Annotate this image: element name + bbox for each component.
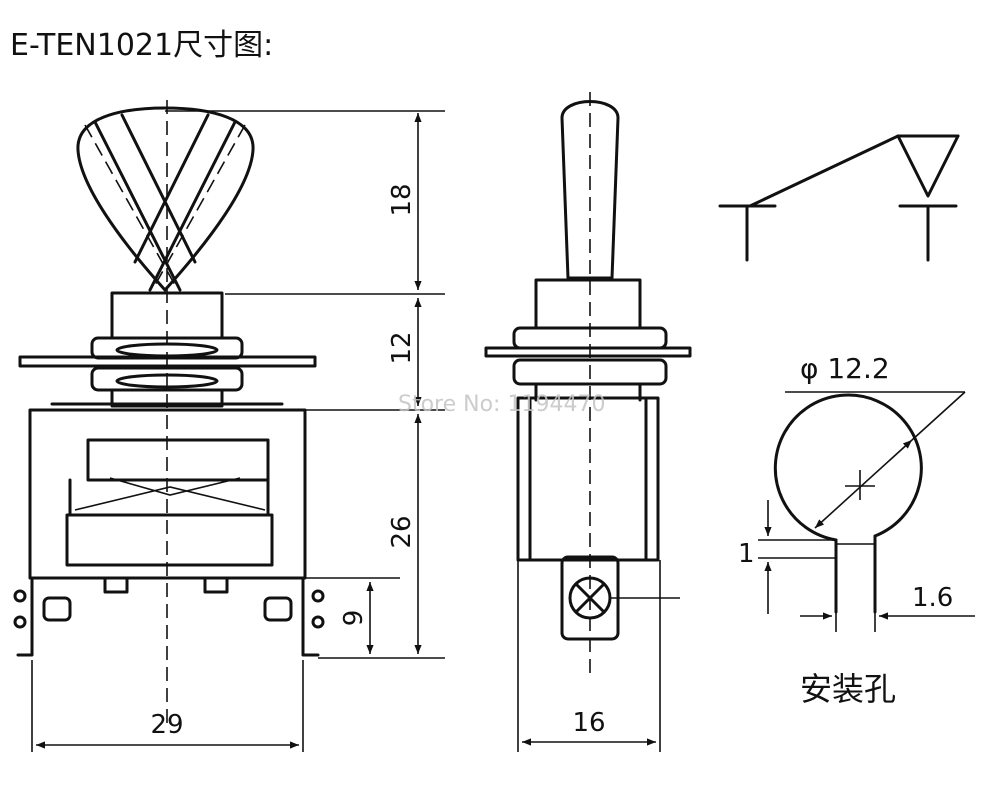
store-watermark: Store No: 1194470 — [398, 392, 605, 417]
front-view — [13, 100, 325, 730]
dim-key-depth: 1 — [738, 539, 755, 569]
side-view — [484, 92, 692, 680]
switch-symbol — [718, 134, 960, 262]
dim-toggle-height: 18 — [387, 183, 417, 216]
dim-bushing-height: 12 — [387, 331, 417, 364]
page-title: E-TEN1021尺寸图: — [10, 28, 273, 63]
mounting-hole-label: 安装孔 — [800, 670, 896, 708]
dim-terminal-height: 9 — [339, 610, 369, 627]
dim-hole-diameter: φ 12.2 — [800, 352, 890, 385]
dim-body-width: 29 — [150, 710, 183, 740]
dim-side-width: 16 — [572, 708, 605, 738]
dim-key-width: 1.6 — [912, 583, 953, 613]
mounting-hole-detail: φ 12.2 1 1.6 安装孔 — [738, 352, 975, 708]
dim-body-height: 26 — [387, 515, 417, 548]
front-dimensions: 18 12 26 9 29 — [31, 110, 445, 752]
side-dimensions: 16 — [517, 560, 661, 752]
